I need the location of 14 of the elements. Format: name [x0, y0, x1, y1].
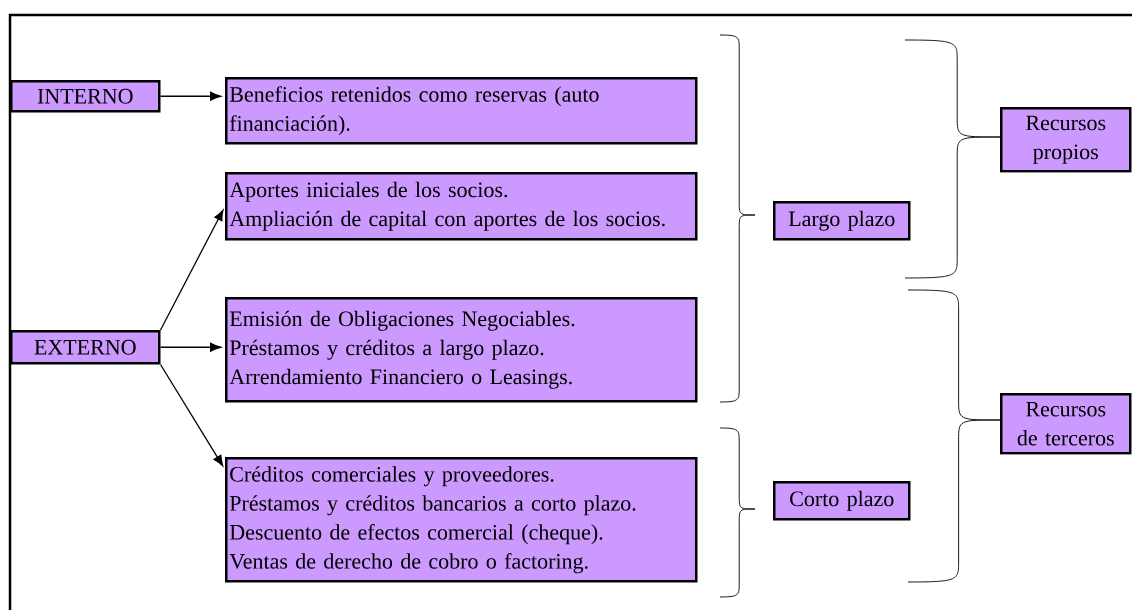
text-box: Emisión de Obligaciones Negociables. Préstamos y créditos a largo plazo. Arrendamiento Financiero o Leasings. [225, 297, 698, 403]
arrow [159, 342, 222, 352]
text-box: Aportes iniciales de los socios. Ampliación de capital con aportes de los socios. [225, 172, 698, 241]
label-box: INTERNO [10, 80, 161, 113]
label-box: Recursos propios [1000, 107, 1132, 173]
label-box: Largo plazo [773, 201, 911, 241]
arrow [159, 209, 224, 331]
text-box: Créditos comerciales y proveedores. Préstamos y créditos bancarios a corto plazo. Descuento de efectos comercial (cheque). Ventas de derecho de cobro o factoring. [225, 457, 698, 583]
label-box: EXTERNO [10, 330, 161, 365]
label-box: Corto plazo [773, 481, 911, 521]
arrow [159, 91, 222, 101]
arrow [159, 363, 224, 467]
text-box: Beneficios retenidos como reservas (auto financiación). [225, 77, 698, 145]
label-box: Recursos de terceros [1000, 393, 1132, 455]
